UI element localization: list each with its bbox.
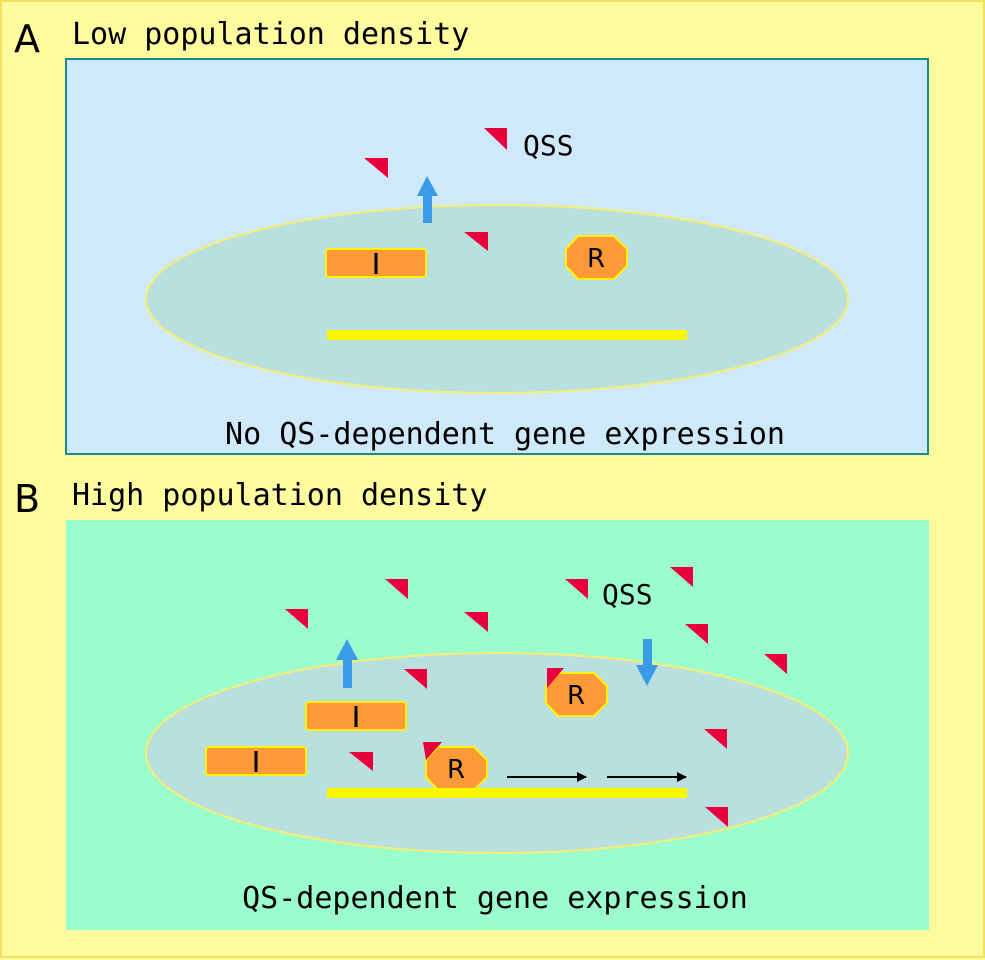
signal-molecules-b [285, 567, 787, 827]
panel-a: A Low population density R QSS No QS-d [14, 17, 929, 455]
signal-molecule [484, 128, 507, 150]
arrow-head [417, 176, 438, 196]
panel-a-caption: No QS-dependent gene expression [225, 417, 785, 452]
arrow-shaft [643, 639, 652, 668]
arrow-shaft [423, 194, 432, 223]
signal-export-arrow [417, 176, 438, 223]
receptor-r: R [545, 668, 608, 717]
signal-synthase-i [305, 701, 407, 731]
signal-molecule [404, 669, 427, 689]
panel-a-letter: A [14, 17, 40, 61]
panel-b-letter: B [14, 477, 40, 521]
signal-import-arrow [636, 639, 658, 686]
signal-molecule [364, 158, 388, 178]
signal-molecule [764, 654, 787, 674]
receptor-body [545, 672, 608, 717]
signal-molecule [565, 579, 588, 599]
panel-a-title: Low population density [72, 17, 469, 52]
receptor-label: R [447, 755, 465, 785]
signal-molecule [705, 807, 728, 827]
receptor-body [565, 235, 628, 280]
signal-molecule [385, 579, 408, 599]
signal-export-arrow [336, 639, 358, 688]
panel-b-caption: QS-dependent gene expression [242, 881, 748, 916]
signal-molecule [464, 612, 488, 632]
dna-strand [327, 330, 687, 340]
signal-molecule [285, 609, 308, 629]
receptor-label: R [567, 681, 585, 711]
panel-b-title: High population density [72, 478, 487, 513]
signal-molecule [685, 624, 708, 644]
receptor-label: R [587, 244, 605, 274]
arrow-head [336, 639, 358, 660]
arrow-shaft [343, 658, 352, 688]
signal-molecule [349, 752, 373, 771]
bound-signal-molecule [547, 668, 564, 688]
qss-label: QSS [523, 129, 574, 162]
signal-synthase-i [325, 248, 427, 278]
receptor-r: R [565, 235, 628, 280]
panel-b: B High population density R [14, 477, 929, 930]
bound-signal-molecule [423, 742, 442, 760]
signal-molecule [670, 567, 693, 587]
bacterial-cell [145, 204, 849, 394]
signal-molecule [704, 729, 727, 749]
signal-synthase-i [205, 746, 307, 776]
arrow-head [636, 665, 658, 686]
dna-strand [327, 788, 687, 798]
qss-label: QSS [602, 578, 653, 611]
signal-molecule [464, 232, 488, 251]
receptor-r: R [423, 742, 488, 791]
signal-molecules-a [364, 128, 507, 251]
